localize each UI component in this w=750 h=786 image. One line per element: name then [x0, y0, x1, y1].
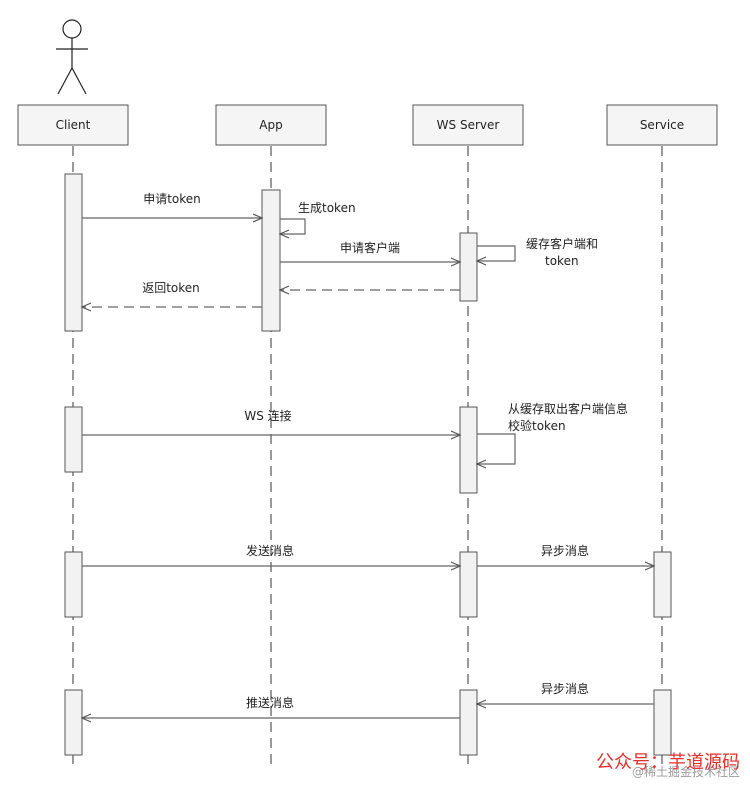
- message-cache-client: 缓存客户端和 token: [475, 236, 598, 268]
- message-ws-connect: WS 连接: [82, 408, 462, 440]
- watermark-sub-text: @稀土掘金技术社区: [632, 764, 740, 779]
- message-apply-client: 申请客户端: [280, 240, 462, 267]
- message-generate-token-label: 生成token: [298, 201, 356, 215]
- activation-client-1: [64, 173, 83, 332]
- message-generate-token: 生成token: [278, 201, 356, 239]
- activation-ws-1: [459, 232, 478, 302]
- participant-service-label: Service: [640, 118, 684, 132]
- activation-ws-3: [459, 551, 478, 618]
- participant-ws-server-label: WS Server: [437, 118, 500, 132]
- message-push: 推送消息: [80, 695, 460, 723]
- message-apply-client-label: 申请客户端: [340, 240, 400, 255]
- participant-client-label: Client: [56, 118, 91, 132]
- activation-ws-4: [459, 689, 478, 756]
- message-send: 发送消息: [82, 543, 462, 571]
- message-ws-connect-label: WS 连接: [244, 408, 291, 423]
- message-return-token-label: 返回token: [142, 281, 200, 295]
- message-validate-token: 从缓存取出客户端信息 校验token: [475, 401, 628, 469]
- activation-service-3: [653, 551, 672, 618]
- activation-client-2: [64, 406, 83, 473]
- watermark: @稀土掘金技术社区 公众号：芋道源码: [596, 752, 740, 779]
- participant-app: App: [215, 104, 327, 146]
- message-validate-line2: 校验token: [508, 418, 566, 433]
- participant-client: Client: [17, 104, 129, 146]
- activation-service-4: [653, 689, 672, 756]
- activation-client-3: [64, 551, 83, 618]
- message-cache-client-line1: 缓存客户端和: [526, 236, 598, 251]
- activation-ws-2: [459, 406, 478, 494]
- activation-client-4: [64, 689, 83, 756]
- message-return-token: 返回token: [80, 281, 262, 312]
- actor-icon: [56, 19, 88, 95]
- message-send-label: 发送消息: [246, 543, 294, 558]
- message-async-to-service-label: 异步消息: [541, 543, 589, 558]
- message-async-from-service: 异步消息: [475, 681, 654, 709]
- participant-app-label: App: [259, 118, 282, 132]
- participant-service: Service: [606, 104, 718, 146]
- message-apply-token-label: 申请token: [143, 192, 201, 206]
- message-async-from-service-label: 异步消息: [541, 681, 589, 696]
- activation-app-1: [261, 189, 281, 332]
- message-apply-token: 申请token: [82, 192, 264, 223]
- watermark-main-text: 公众号：芋道源码: [596, 752, 740, 773]
- message-cache-client-line2: token: [545, 254, 579, 268]
- participant-ws-server: WS Server: [412, 104, 524, 146]
- message-async-to-service: 异步消息: [477, 543, 656, 571]
- message-validate-line1: 从缓存取出客户端信息: [508, 401, 628, 416]
- message-push-label: 推送消息: [246, 695, 294, 710]
